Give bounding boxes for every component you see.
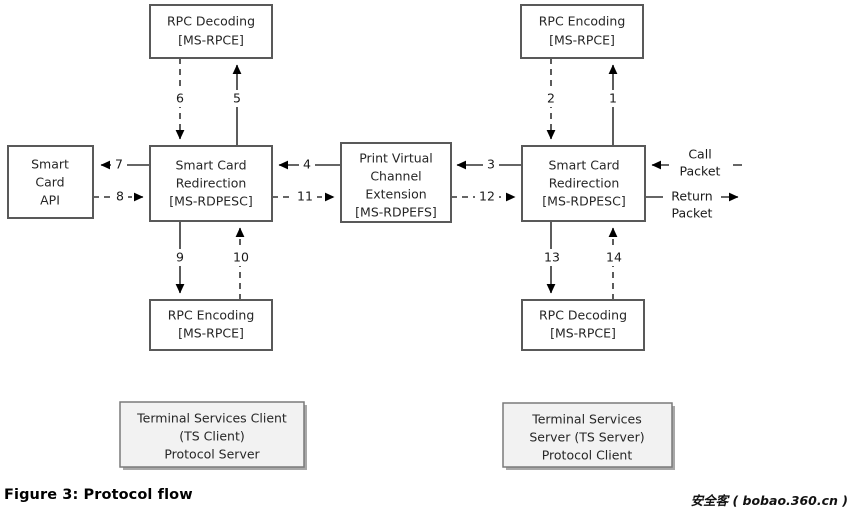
box-terminal-services-server-line3: Protocol Client — [542, 448, 633, 463]
svg-text:4: 4 — [303, 157, 311, 172]
box-smart-card-api-line1: Smart — [31, 157, 69, 172]
box-smart-card-redirection-server-line1: Smart Card — [548, 158, 619, 173]
svg-text:3: 3 — [487, 157, 495, 172]
svg-text:2: 2 — [547, 91, 555, 106]
flow-label-5: 5 — [228, 90, 246, 107]
label-call-packet-line1: Call — [688, 147, 711, 162]
flow-label-1: 1 — [604, 90, 622, 107]
svg-text:7: 7 — [115, 157, 123, 172]
box-print-virtual-channel-extension-line4: [MS-RDPEFS] — [355, 205, 437, 220]
box-rpc-decoding-bottom-right-line2: [MS-RPCE] — [550, 326, 616, 341]
box-print-virtual-channel-extension: Print Virtual Channel Extension [MS-RDPE… — [340, 142, 452, 223]
flow-label-2: 2 — [542, 90, 560, 107]
flow-label-7: 7 — [111, 157, 127, 174]
svg-text:14: 14 — [606, 250, 622, 265]
box-print-virtual-channel-extension-line1: Print Virtual — [359, 151, 433, 166]
box-rpc-encoding-top-right: RPC Encoding [MS-RPCE] — [520, 4, 644, 59]
flow-label-3: 3 — [483, 157, 499, 174]
flow-label-14: 14 — [602, 249, 626, 266]
box-smart-card-redirection-client-line2: Redirection — [176, 176, 247, 191]
svg-text:11: 11 — [297, 189, 313, 204]
box-smart-card-redirection-server: Smart Card Redirection [MS-RDPESC] — [521, 145, 646, 222]
box-terminal-services-server-line1: Terminal Services — [531, 412, 642, 427]
box-terminal-services-client: Terminal Services Client (TS Client) Pro… — [119, 401, 307, 470]
flow-label-9: 9 — [171, 249, 189, 266]
flow-label-10: 10 — [229, 249, 253, 266]
flow-label-13: 13 — [540, 249, 564, 266]
flow-label-12: 12 — [475, 189, 499, 206]
box-terminal-services-client-line2: (TS Client) — [179, 429, 245, 444]
box-print-virtual-channel-extension-line3: Extension — [365, 187, 426, 202]
box-smart-card-redirection-server-line3: [MS-RDPESC] — [542, 194, 625, 209]
svg-text:8: 8 — [116, 189, 124, 204]
label-return-packet-line1: Return — [671, 189, 712, 204]
box-smart-card-redirection-server-line2: Redirection — [549, 176, 620, 191]
svg-text:10: 10 — [233, 250, 249, 265]
label-call-packet: Call Packet — [669, 146, 733, 180]
box-rpc-decoding-bottom-right: RPC Decoding [MS-RPCE] — [521, 299, 645, 351]
label-call-packet-line2: Packet — [680, 164, 721, 179]
box-terminal-services-server-line2: Server (TS Server) — [529, 430, 644, 445]
box-smart-card-redirection-client: Smart Card Redirection [MS-RDPESC] — [149, 145, 273, 222]
box-rpc-encoding-top-right-line2: [MS-RPCE] — [549, 33, 615, 48]
svg-text:12: 12 — [479, 189, 495, 204]
flow-label-8: 8 — [112, 189, 128, 206]
flow-label-11: 11 — [293, 189, 317, 206]
box-rpc-encoding-bottom-left: RPC Encoding [MS-RPCE] — [149, 299, 273, 351]
box-print-virtual-channel-extension-line2: Channel — [370, 169, 421, 184]
box-terminal-services-client-line3: Protocol Server — [164, 447, 260, 462]
svg-text:1: 1 — [609, 91, 617, 106]
flow-label-4: 4 — [299, 157, 315, 174]
box-rpc-encoding-top-right-line1: RPC Encoding — [539, 14, 626, 29]
box-terminal-services-client-line1: Terminal Services Client — [136, 411, 287, 426]
label-return-packet-line2: Packet — [672, 206, 713, 221]
svg-text:9: 9 — [176, 250, 184, 265]
box-smart-card-api-line3: API — [40, 193, 60, 208]
box-rpc-decoding-top-left-line2: [MS-RPCE] — [178, 33, 244, 48]
box-rpc-decoding-top-left: RPC Decoding [MS-RPCE] — [149, 4, 273, 59]
svg-text:13: 13 — [544, 250, 560, 265]
svg-text:6: 6 — [176, 91, 184, 106]
svg-text:5: 5 — [233, 91, 241, 106]
box-smart-card-api-line2: Card — [35, 175, 64, 190]
watermark-text: 安全客 ( bobao.360.cn ) — [690, 493, 848, 508]
figure-caption: Figure 3: Protocol flow — [4, 487, 193, 503]
box-rpc-encoding-bottom-left-line1: RPC Encoding — [168, 308, 255, 323]
label-return-packet: Return Packet — [663, 188, 721, 221]
box-smart-card-api: Smart Card API — [7, 145, 94, 219]
box-rpc-decoding-top-left-line1: RPC Decoding — [167, 14, 255, 29]
flow-label-6: 6 — [171, 90, 189, 107]
box-smart-card-redirection-client-line3: [MS-RDPESC] — [169, 194, 252, 209]
box-terminal-services-server: Terminal Services Server (TS Server) Pro… — [502, 402, 675, 470]
box-rpc-decoding-bottom-right-line1: RPC Decoding — [539, 308, 627, 323]
box-rpc-encoding-bottom-left-line2: [MS-RPCE] — [178, 326, 244, 341]
box-smart-card-redirection-client-line1: Smart Card — [175, 158, 246, 173]
